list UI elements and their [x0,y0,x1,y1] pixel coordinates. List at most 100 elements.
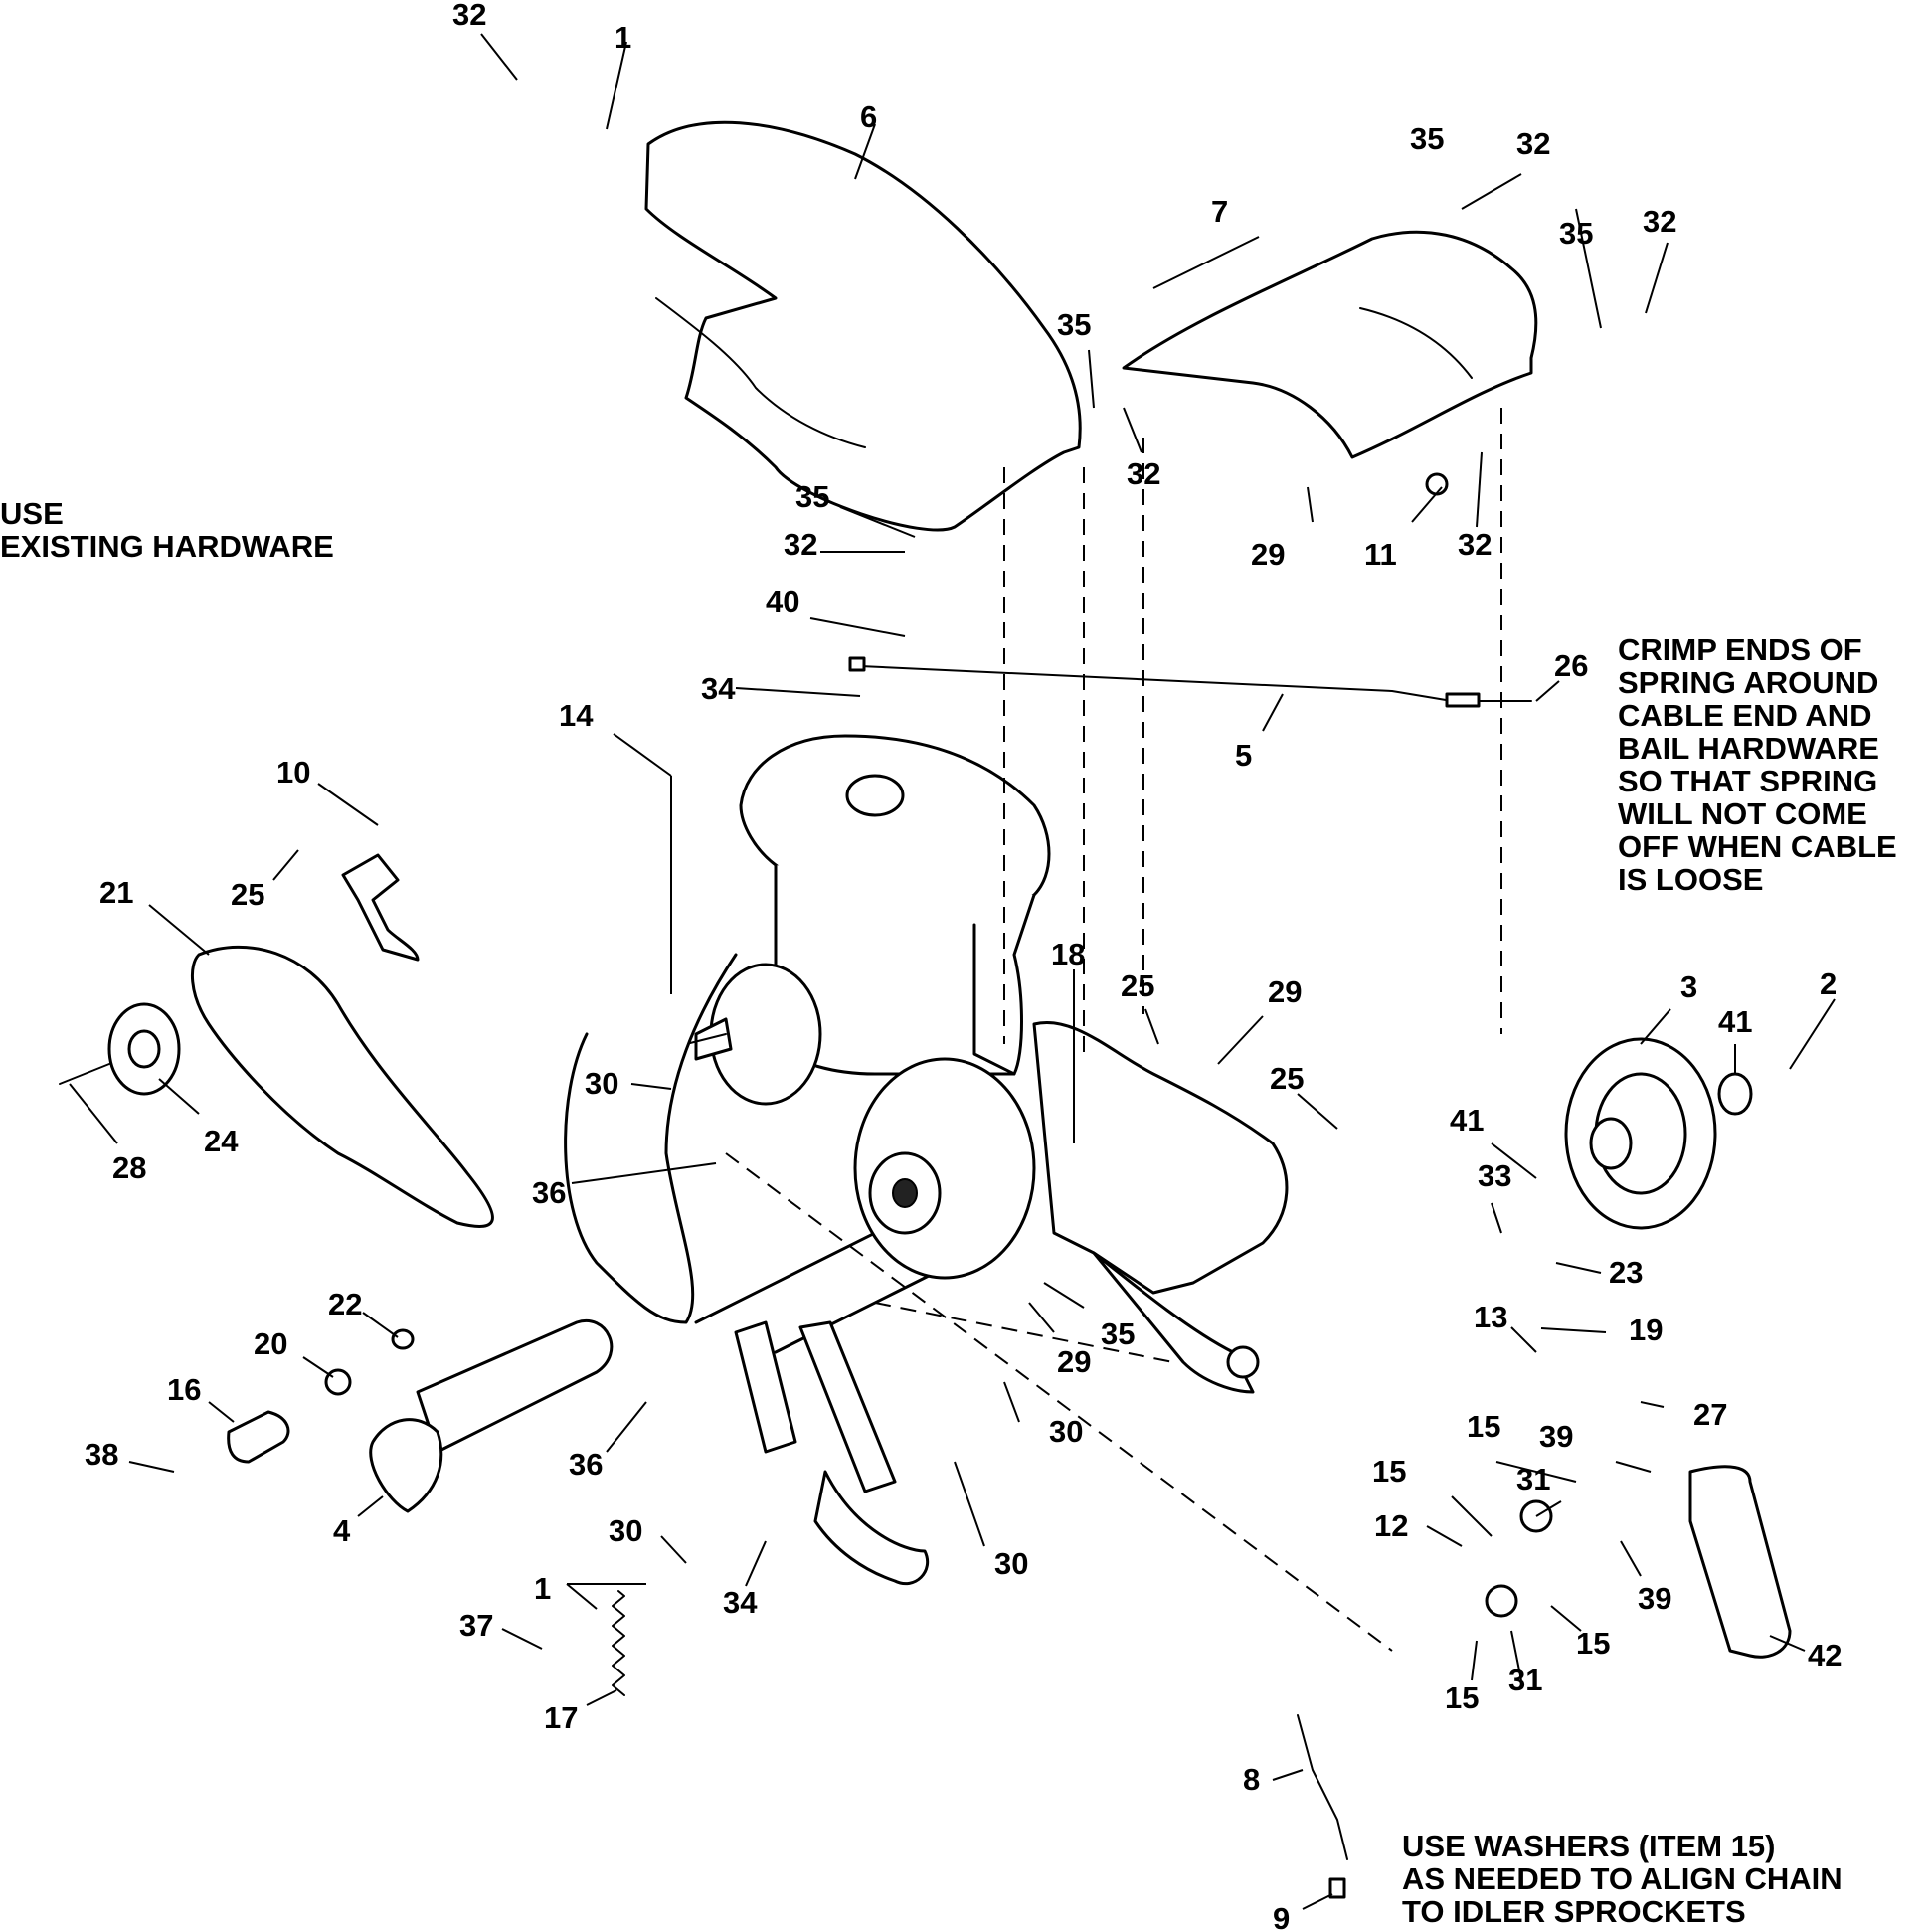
note-line: CRIMP ENDS OF [1618,632,1862,667]
callout: 31 [1508,1663,1542,1697]
note-line: SO THAT SPRING [1618,764,1878,798]
note-crimp-ends: CRIMP ENDS OF SPRING AROUND CABLE END AN… [1618,633,1897,896]
note-line: USE [0,496,64,531]
callout: 39 [1638,1581,1671,1616]
callout: 41 [1450,1103,1484,1138]
callout: 15 [1467,1409,1500,1444]
bail-handle-part [1688,1465,1792,1659]
callout: 36 [532,1175,566,1210]
callout: 7 [1211,194,1228,229]
callout: 39 [1539,1419,1573,1454]
callout: 25 [1121,968,1154,1003]
callout: 6 [860,99,877,134]
drawing [59,120,1792,1899]
callout: 13 [1474,1300,1507,1334]
callout: 10 [276,755,310,790]
callout: 32 [1516,126,1550,161]
spring-17-part [612,1590,625,1696]
callout: 20 [254,1326,287,1361]
callout: 15 [1576,1626,1610,1661]
callout: 31 [1516,1462,1550,1496]
callout: 35 [795,479,829,514]
callout: 1 [534,1571,551,1606]
note-line: EXISTING HARDWARE [0,529,334,564]
callout: 38 [85,1437,118,1472]
callout: 26 [1554,648,1588,683]
callout: 29 [1251,537,1285,572]
callout: 37 [459,1608,493,1643]
callout: 35 [1559,216,1593,251]
note-line: CABLE END AND [1618,698,1872,733]
callout: 25 [231,877,264,912]
callout: 34 [701,671,736,706]
callout-numbers: 32 1 6 35 32 7 35 32 35 32 35 32 29 11 3… [85,0,1842,1932]
callout: 16 [167,1372,201,1407]
note-use-washers: USE WASHERS (ITEM 15) AS NEEDED TO ALIGN… [1402,1830,1843,1928]
callout: 21 [99,875,133,910]
chain-link-9-part [1328,1877,1346,1899]
callout: 30 [994,1546,1028,1581]
rear-cover-part [1122,230,1538,459]
tensioner-4-part [369,1418,443,1513]
callout: 14 [559,698,594,733]
callout: 18 [1051,937,1085,971]
note-line: TO IDLER SPROCKETS [1402,1894,1746,1929]
note-line: IS LOOSE [1618,862,1764,897]
callout: 27 [1693,1397,1727,1432]
callout: 25 [1270,1061,1304,1096]
callout: 3 [1680,969,1697,1004]
callout: 24 [204,1124,239,1158]
callout: 42 [1808,1638,1842,1672]
callout: 29 [1057,1344,1091,1379]
callout: 35 [1057,307,1091,342]
chassis-plate-part [1032,1021,1289,1295]
callout: 1 [615,20,631,55]
callout: 22 [328,1287,362,1321]
note-line: USE WASHERS (ITEM 15) [1402,1829,1776,1863]
callout: 29 [1268,974,1302,1009]
callout: 5 [1235,738,1252,773]
callout: 30 [585,1066,618,1101]
idler-sprocket-lower [1485,1584,1518,1618]
callout: 23 [1609,1255,1643,1290]
callout: 30 [609,1513,642,1548]
roller-tube-part [416,1318,614,1454]
cable-5-part [859,665,1532,702]
engine-shroud-part [644,120,1082,532]
note-line: AS NEEDED TO ALIGN CHAIN [1402,1861,1843,1896]
drive-belt-part [190,945,494,1228]
callout: 32 [1127,456,1160,491]
callout: 17 [544,1700,578,1735]
note-use-existing-hardware: USE EXISTING HARDWARE [0,497,334,563]
callout: 41 [1718,1004,1752,1039]
callout: 30 [1049,1414,1083,1449]
callout: 36 [569,1447,603,1482]
note-line: OFF WHEN CABLE [1618,829,1897,864]
callout: 32 [452,0,486,32]
callout: 9 [1273,1901,1290,1932]
callout: 15 [1445,1680,1479,1715]
chain-8-part [1297,1714,1348,1860]
callout: 32 [1643,204,1676,239]
handle-frame-part [564,953,738,1324]
callout: 12 [1374,1508,1408,1543]
callout: 8 [1243,1762,1260,1797]
note-line: SPRING AROUND [1618,665,1879,700]
callout: 33 [1478,1158,1511,1193]
callout: 35 [1410,121,1444,156]
callout: 28 [112,1150,146,1185]
callout: 35 [1101,1317,1135,1351]
callout: 19 [1629,1313,1663,1347]
callout: 11 [1364,537,1397,572]
callout: 40 [766,584,799,618]
callout: 4 [333,1513,351,1548]
callout: 32 [1458,527,1492,562]
cam-16-part [227,1410,290,1464]
callout: 34 [723,1585,758,1620]
leader-lines [69,33,1836,1910]
note-line: WILL NOT COME [1618,796,1867,831]
callout: 2 [1820,966,1837,1001]
bracket-10-part [341,853,420,962]
